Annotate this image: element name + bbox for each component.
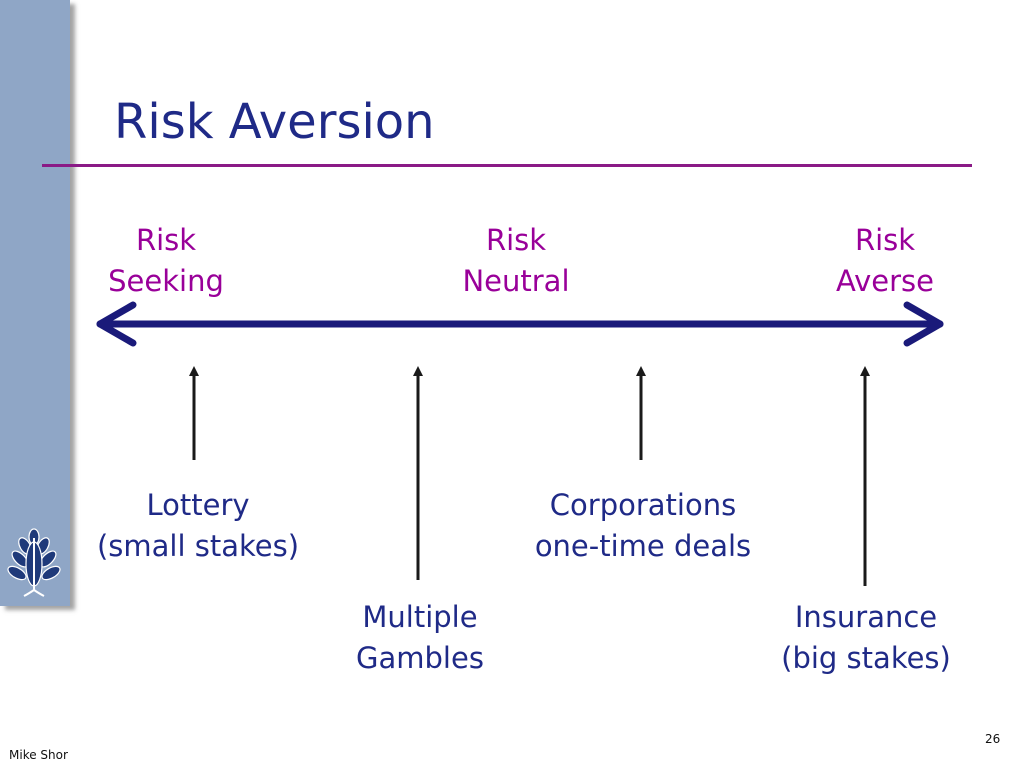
corporations-pointer-arrow [636,366,646,460]
sidebar-band [0,0,70,606]
pointer-arrows [189,366,870,586]
lottery-label: Lottery(small stakes) [96,488,300,563]
oak-leaf-logo-icon [7,528,61,597]
insurance-pointer-arrow [860,366,870,586]
multiple-gambles-pointer-arrow [413,366,423,580]
risk-spectrum-axis [96,301,944,347]
axis-left-arrowhead [96,301,137,347]
slide-title: Risk Aversion [114,94,435,150]
title-underline [42,164,972,167]
footer-author: Mike Shor [9,748,68,762]
page-number: 26 [985,732,1001,746]
axis-right-arrowhead [903,301,944,347]
insurance-label: Insurance(big stakes) [781,600,951,675]
lottery-pointer-arrow [189,366,199,460]
